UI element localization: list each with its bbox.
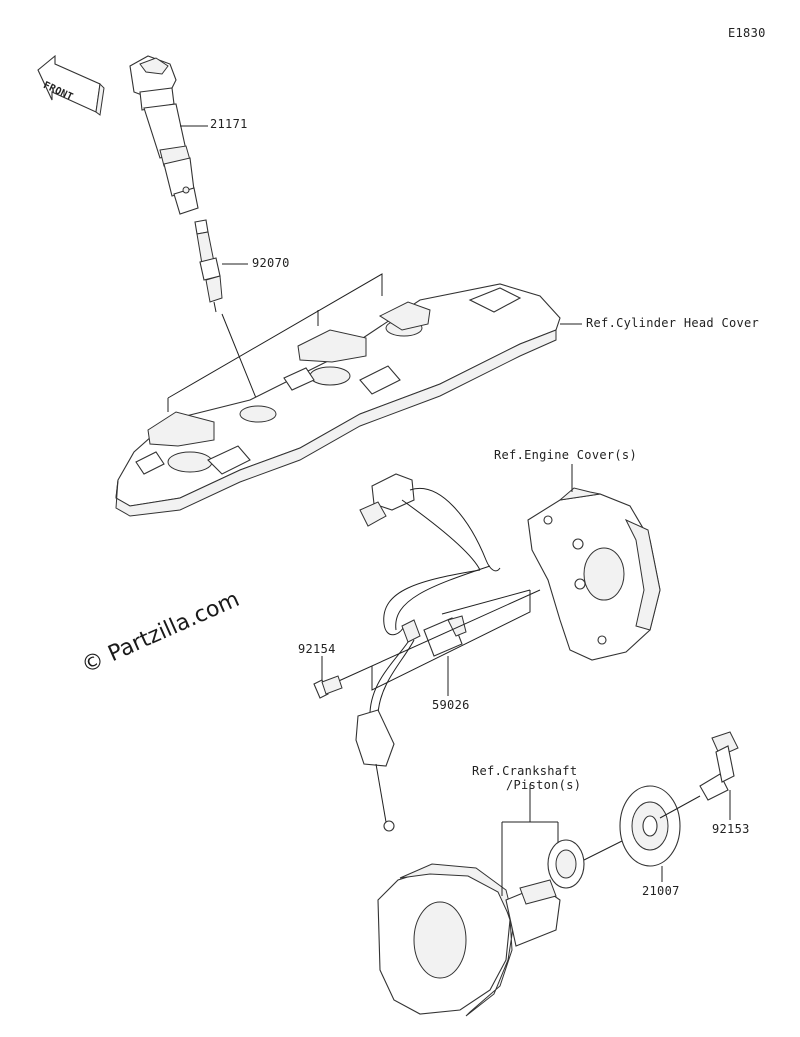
callout-92154[interactable]: 92154 xyxy=(298,642,336,656)
callout-21171[interactable]: 21171 xyxy=(210,117,248,131)
engine-cover-part xyxy=(527,487,661,661)
ignition-coil-part xyxy=(129,55,199,215)
callout-crankshaft-ref-line1[interactable]: Ref.Crankshaft xyxy=(472,764,578,778)
callout-cylinder-head-cover-ref[interactable]: Ref.Cylinder Head Cover xyxy=(586,316,760,330)
callout-crankshaft-ref-line2[interactable]: /Piston(s) xyxy=(506,778,582,792)
callout-92153[interactable]: 92153 xyxy=(712,822,750,836)
pickup-coil-harness-part xyxy=(355,473,501,832)
bolt-92153-part xyxy=(699,731,739,801)
crankshaft-part xyxy=(377,863,561,1017)
callout-engine-cover-ref[interactable]: Ref.Engine Cover(s) xyxy=(494,448,637,462)
bolt-92154-part xyxy=(313,675,343,699)
callout-92070[interactable]: 92070 xyxy=(252,256,290,270)
diagram-code: E1830 xyxy=(728,26,766,40)
callout-59026[interactable]: 59026 xyxy=(432,698,470,712)
cylinder-head-cover-part xyxy=(115,283,561,517)
timing-rotor-part xyxy=(619,785,681,867)
front-arrow-icon xyxy=(37,54,105,116)
callout-21007[interactable]: 21007 xyxy=(642,884,680,898)
crankshaft-gear-part xyxy=(547,835,633,889)
spark-plug-part xyxy=(194,219,223,313)
